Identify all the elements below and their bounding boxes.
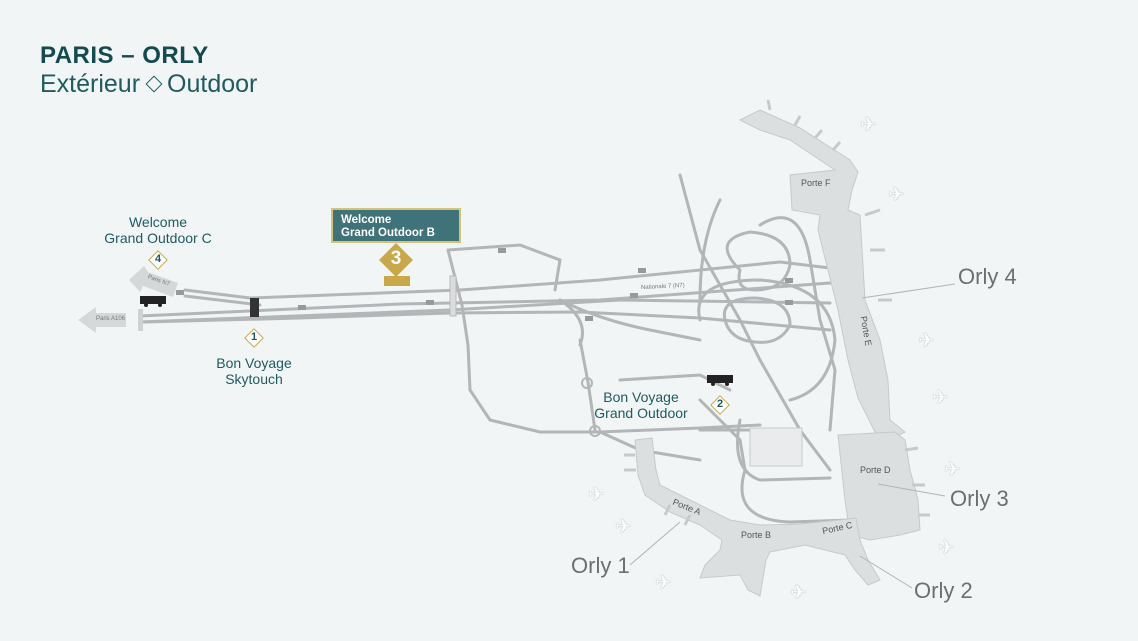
subtitle-fr: Extérieur	[40, 70, 141, 98]
location-3-base	[384, 276, 410, 286]
location-grand-outdoor-b-callout[interactable]: Welcome Grand Outdoor B	[331, 208, 461, 243]
gate-label-b: Porte B	[741, 530, 772, 540]
location-line2: Grand Outdoor B	[341, 227, 435, 239]
location-line1: Welcome	[341, 214, 392, 226]
bus-icon	[140, 296, 166, 304]
location-1-marker[interactable]: 1	[244, 328, 264, 348]
subtitle-en: Outdoor	[167, 70, 258, 98]
road-label-a106: Paris A106	[96, 316, 126, 322]
gate-label-d: Porte D	[860, 465, 891, 475]
plane-icon: ✈	[655, 572, 672, 594]
terminal-label-orly4[interactable]: Orly 4	[958, 264, 1017, 289]
leader-lines	[629, 283, 956, 589]
location-line2: Skytouch	[225, 371, 283, 387]
plane-icon: ✈	[888, 184, 905, 206]
plane-icon: ✈	[932, 387, 949, 409]
location-line1: Bon Voyage	[603, 389, 679, 405]
location-line1: Welcome	[128, 214, 188, 230]
road-markers	[176, 248, 793, 321]
road-n7-top	[138, 281, 832, 318]
terminal-label-orly2[interactable]: Orly 2	[914, 578, 973, 603]
road-n7-bottom	[138, 298, 832, 324]
plane-icon: ✈	[615, 516, 632, 538]
exit-arrow-a106	[78, 307, 126, 333]
terminal-label-orly3[interactable]: Orly 3	[950, 486, 1009, 511]
bus-icon	[707, 375, 733, 383]
jet-bridges	[624, 99, 930, 526]
terminal-label-orly1[interactable]: Orly 1	[571, 553, 630, 578]
terminals	[634, 109, 921, 597]
plane-icon: ✈	[918, 330, 935, 352]
location-grand-outdoor-c-label[interactable]: Welcome Grand Outdoor C	[96, 214, 220, 246]
location-line2: Grand Outdoor C	[104, 230, 212, 246]
bus-stops	[140, 296, 733, 386]
exit-arrows	[78, 266, 457, 333]
plane-icon: ✈	[790, 582, 807, 604]
location-3-pin[interactable]: 3	[379, 243, 413, 277]
exit-arrow-n7	[129, 266, 178, 297]
location-skytouch-label[interactable]: Bon Voyage Skytouch	[196, 355, 312, 387]
road-network	[138, 173, 852, 524]
terminal-orly4	[738, 109, 906, 439]
location-bon-voyage-outdoor-label[interactable]: Bon Voyage Grand Outdoor	[583, 389, 699, 421]
page-subtitle: Extérieur Outdoor	[40, 70, 257, 99]
gate-label-f: Porte F	[801, 178, 831, 188]
plane-icon: ✈	[938, 537, 955, 559]
location-2-marker[interactable]: 2	[710, 395, 730, 415]
plane-icon: ✈	[588, 484, 605, 506]
roundabouts	[581, 377, 601, 437]
location-line2: Grand Outdoor	[594, 405, 688, 421]
plane-icon: ✈	[944, 459, 961, 481]
diamond-icon	[145, 75, 163, 93]
location-line1: Bon Voyage	[216, 355, 292, 371]
page-title: PARIS – ORLY	[40, 42, 209, 69]
location-4-marker[interactable]: 4	[148, 250, 168, 270]
terminal-orly1-2	[634, 437, 881, 597]
plane-icon: ✈	[860, 114, 877, 136]
